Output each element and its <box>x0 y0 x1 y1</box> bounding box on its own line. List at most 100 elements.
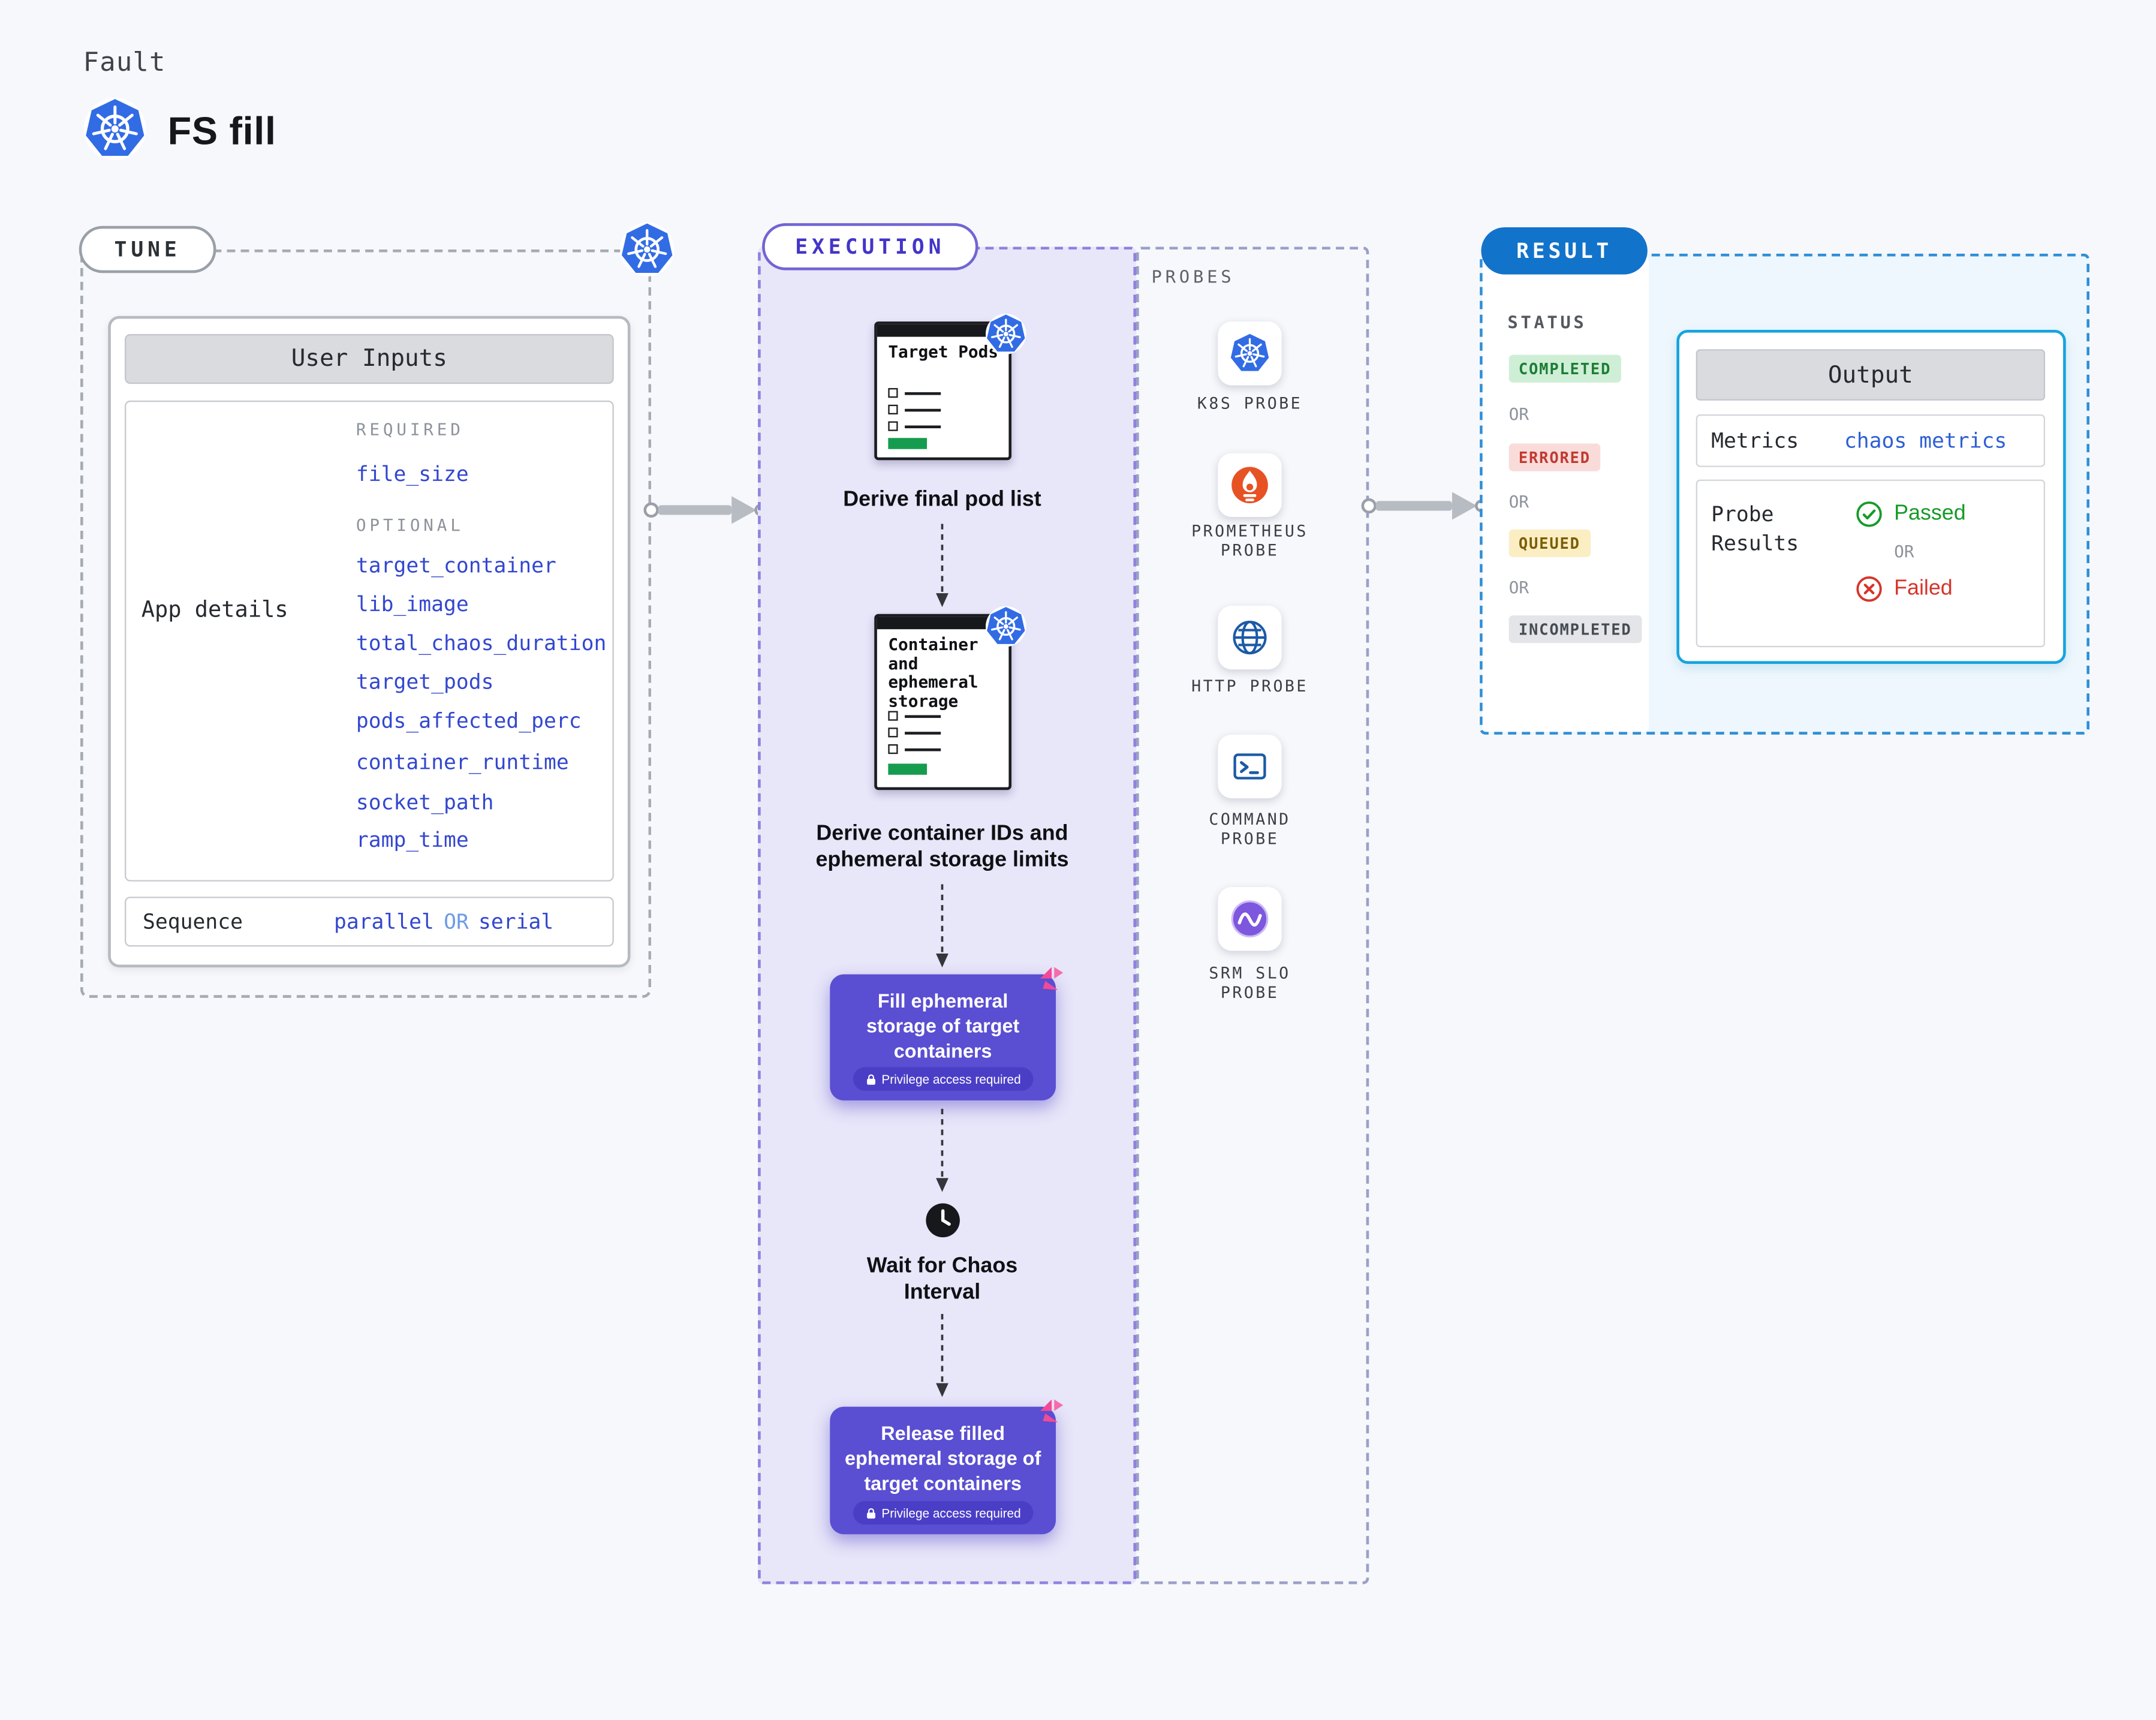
doc-topbar <box>877 324 1009 337</box>
step-caption: Derive final pod list <box>843 488 1041 512</box>
doc-checkbox-row <box>888 404 941 414</box>
passed-label: Passed <box>1894 501 1966 525</box>
doc-title: Container and ephemeral storage <box>888 635 978 711</box>
status-or: OR <box>1508 492 1529 512</box>
fault-category-label: Fault <box>83 47 166 78</box>
command-probe-card <box>1218 734 1282 799</box>
probe-label: K8S PROBE <box>1197 393 1303 413</box>
http-probe-card <box>1218 605 1282 670</box>
probe-results-or: OR <box>1894 542 1914 561</box>
probe-result-failed: Failed <box>1855 575 1965 603</box>
fill-storage-action: Fill ephemeral storage of target contain… <box>830 975 1056 1100</box>
kubernetes-icon <box>1229 333 1270 374</box>
metrics-value: chaos metrics <box>1844 428 2007 453</box>
param-ramp-time: ramp_time <box>356 827 469 853</box>
flow-connector <box>936 524 948 608</box>
privilege-badge-label: Privilege access required <box>881 1072 1021 1086</box>
probe-label: SRM SLO PROBE <box>1209 963 1291 1002</box>
doc-progress-bar <box>888 763 928 775</box>
probes-section-label: PROBES <box>1151 266 1235 287</box>
flow-connector <box>936 1313 948 1397</box>
doc-title: Target Pods <box>888 342 999 362</box>
metrics-label: Metrics <box>1711 428 1799 453</box>
metrics-row: Metrics chaos metrics <box>1696 414 2046 467</box>
probe-label: HTTP PROBE <box>1191 676 1308 696</box>
status-badge-errored: ERRORED <box>1508 443 1601 471</box>
execution-section <box>758 246 1137 1584</box>
status-or: OR <box>1508 578 1529 598</box>
param-target-pods: target_pods <box>356 669 494 694</box>
status-badge-completed: COMPLETED <box>1508 354 1621 383</box>
tune-section <box>80 249 652 998</box>
sequence-row: Sequence parallel OR serial <box>124 897 614 947</box>
execution-section-label: EXECUTION <box>762 223 978 270</box>
flow-arrow-execution-to-result <box>1361 492 1487 520</box>
doc-progress-bar <box>888 438 928 449</box>
params-box <box>124 400 614 882</box>
srm-slo-probe-card <box>1218 887 1282 951</box>
param-pods-affected-perc: pods_affected_perc <box>356 708 582 733</box>
srm-slo-icon <box>1229 898 1270 940</box>
doc-checkbox-row <box>888 744 941 754</box>
tune-section-label: TUNE <box>79 225 216 273</box>
param-container-runtime: container_runtime <box>356 750 569 775</box>
param-target-container: target_container <box>356 553 556 578</box>
kubernetes-icon <box>619 222 674 277</box>
kubernetes-icon <box>83 97 147 161</box>
param-lib-image: lib_image <box>356 591 469 617</box>
param-total-chaos-duration: total_chaos_duration <box>356 630 607 656</box>
doc-checkbox-row <box>888 388 941 398</box>
probe-results-row: Probe Results Passed OR Failed <box>1696 479 2046 648</box>
flow-connector <box>936 884 948 968</box>
probe-result-passed: Passed <box>1855 500 1966 528</box>
doc-checkbox-row <box>888 727 941 738</box>
doc-topbar <box>877 617 1009 630</box>
status-badge-incompleted: INCOMPLETED <box>1508 615 1642 644</box>
doc-checkbox-row <box>888 421 941 431</box>
param-socket-path: socket_path <box>356 790 494 815</box>
probe-results-label: Probe Results <box>1711 501 1799 556</box>
app-details-label: App details <box>141 596 288 623</box>
flow-connector <box>936 1108 948 1192</box>
action-caption: Release filled ephemeral storage of targ… <box>844 1422 1041 1495</box>
sequence-or: OR <box>444 909 469 934</box>
release-storage-action: Release filled ephemeral storage of targ… <box>830 1407 1056 1535</box>
status-badge-queued: QUEUED <box>1508 529 1590 558</box>
status-panel <box>1482 256 1649 732</box>
kubernetes-icon <box>985 313 1026 354</box>
output-title: Output <box>1696 349 2046 401</box>
required-label: REQUIRED <box>356 420 464 440</box>
prometheus-probe-card <box>1218 453 1282 518</box>
doc-checkbox-row <box>888 711 941 721</box>
step-caption: Derive container IDs and ephemeral stora… <box>815 822 1069 872</box>
prometheus-icon <box>1229 464 1270 506</box>
output-card: Output Metrics chaos metrics Probe Resul… <box>1676 330 2066 664</box>
fault-title: FS fill <box>167 109 276 153</box>
step-caption: Wait for Chaos Interval <box>866 1254 1018 1304</box>
action-caption: Fill ephemeral storage of target contain… <box>866 990 1020 1062</box>
chaos-icon <box>1037 1396 1067 1426</box>
kubernetes-icon <box>985 606 1026 647</box>
probe-label: COMMAND PROBE <box>1209 809 1291 849</box>
probes-section <box>1136 246 1369 1584</box>
user-inputs-title: User Inputs <box>124 333 614 384</box>
target-pods-doc: Target Pods <box>874 321 1012 461</box>
flow-arrow-tune-to-execution <box>643 496 767 524</box>
failed-label: Failed <box>1894 576 1953 600</box>
result-section-label: RESULT <box>1481 227 1648 275</box>
lock-icon <box>865 1072 876 1086</box>
terminal-icon <box>1229 745 1270 787</box>
privilege-badge: Privilege access required <box>852 1501 1034 1525</box>
globe-icon <box>1229 617 1270 658</box>
privilege-badge-label: Privilege access required <box>881 1505 1021 1520</box>
lock-icon <box>865 1506 876 1520</box>
optional-label: OPTIONAL <box>356 515 464 536</box>
sequence-value-serial: serial <box>478 909 554 934</box>
clock-icon <box>923 1200 963 1240</box>
check-circle-icon <box>1855 500 1883 528</box>
sequence-label: Sequence <box>143 909 243 934</box>
status-or: OR <box>1508 404 1529 425</box>
container-storage-doc: Container and ephemeral storage <box>874 614 1012 790</box>
privilege-badge: Privilege access required <box>852 1067 1034 1091</box>
